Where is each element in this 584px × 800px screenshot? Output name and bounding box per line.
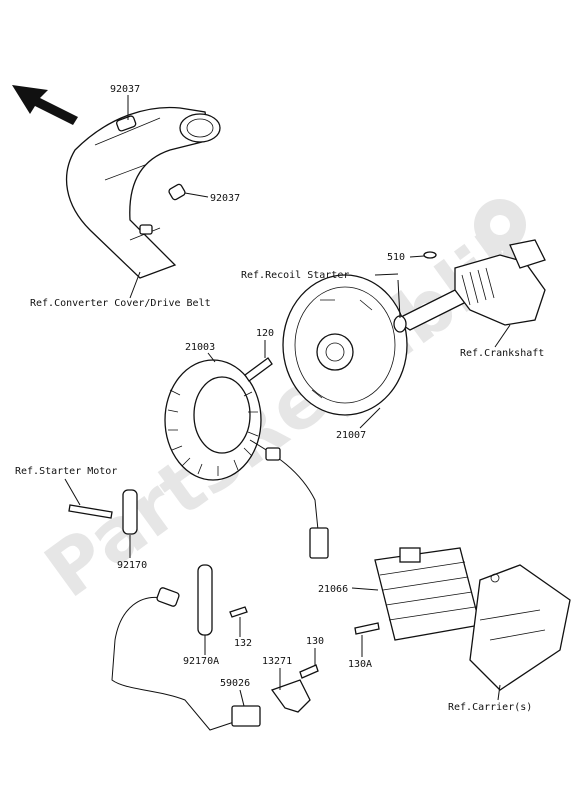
bolt-starter	[68, 504, 113, 519]
label-59026: 59026	[220, 678, 250, 689]
flywheel-rotor-21007	[282, 274, 408, 416]
carrier	[469, 564, 571, 691]
watermark-gear-icon	[474, 199, 526, 251]
clip-92037-top	[116, 115, 137, 132]
clamp-92170	[122, 489, 138, 535]
woodruff-key-510	[423, 251, 437, 259]
ref-starter-motor: Ref.Starter Motor	[15, 466, 117, 477]
label-92170: 92170	[117, 560, 147, 571]
label-130A: 130A	[348, 659, 372, 670]
label-13271: 13271	[262, 656, 292, 667]
bolt-130A	[354, 622, 380, 635]
front-direction-arrow-icon	[12, 85, 78, 125]
label-92037-top: 92037	[110, 84, 140, 95]
ref-crankshaft: Ref.Crankshaft	[460, 348, 544, 359]
label-21003: 21003	[185, 342, 215, 353]
regulator-rectifier-21066	[374, 547, 481, 641]
label-92037-mid: 92037	[210, 193, 240, 204]
label-21007: 21007	[336, 430, 366, 441]
bolt-132	[229, 606, 248, 618]
bolt-130	[299, 664, 319, 679]
bracket-13271	[270, 679, 311, 713]
label-130: 130	[306, 636, 324, 647]
sub-harness-59026-wiring	[111, 587, 261, 731]
converter-cover-duct	[65, 106, 221, 279]
stator-wire-harness	[249, 439, 329, 559]
clamp-92170A	[197, 564, 213, 636]
label-92170A: 92170A	[183, 656, 219, 667]
clip-92037-mid	[168, 183, 186, 201]
label-120: 120	[256, 328, 274, 339]
label-21066: 21066	[318, 584, 348, 595]
stator-21003	[164, 359, 262, 481]
bolt-120	[244, 357, 273, 382]
ref-recoil-starter: Ref.Recoil Starter	[241, 270, 349, 281]
label-510: 510	[387, 252, 405, 263]
ref-converter-cover: Ref.Converter Cover/Drive Belt	[30, 298, 211, 309]
ref-carrier: Ref.Carrier(s)	[448, 702, 532, 713]
duct-fastener	[139, 224, 153, 235]
label-132: 132	[234, 638, 252, 649]
